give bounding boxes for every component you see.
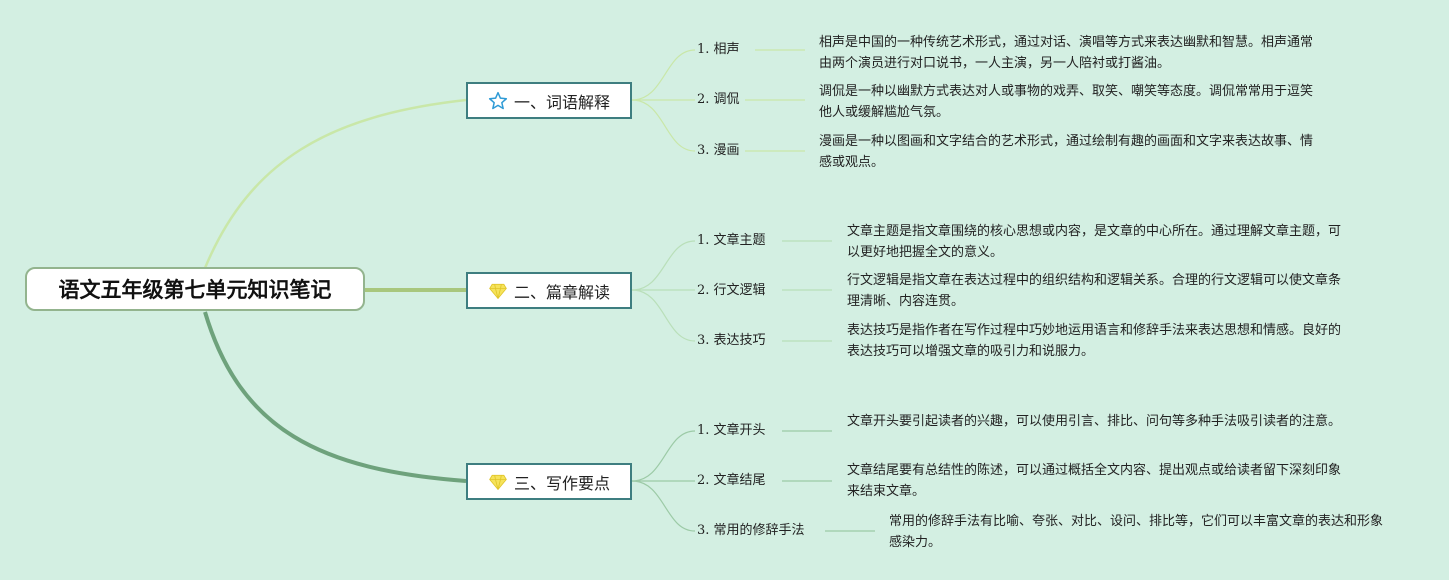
branch-label-3: 三、写作要点 xyxy=(513,473,610,493)
topic-node[interactable]: 3. 表达技巧 xyxy=(697,333,766,348)
branch-node-1[interactable]: 一、词语解释 xyxy=(466,82,632,119)
branch2-leaf1-line xyxy=(631,240,696,291)
topic-description: 文章主题是指文章围绕的核心思想或内容，是文章的中心所在。通过理解文章主题，可以更… xyxy=(847,224,1342,260)
diamond-icon xyxy=(489,283,507,299)
root-title: 语文五年级第七单元知识笔记 xyxy=(58,278,332,302)
topic-node[interactable]: 2. 调侃 xyxy=(697,92,740,107)
branch1-leaf1-line xyxy=(631,49,696,101)
topic-description: 文章结尾要有总结性的陈述，可以通过概括全文内容、提出观点或给读者留下深刻印象来结… xyxy=(847,463,1342,499)
branch-node-3[interactable]: 三、写作要点 xyxy=(466,463,632,500)
branch-node-2[interactable]: 二、篇章解读 xyxy=(466,272,632,309)
topic-node[interactable]: 1. 文章开头 xyxy=(697,423,766,438)
topic-description: 文章开头要引起读者的兴趣，可以使用引言、排比、问句等多种手法吸引读者的注意。 xyxy=(847,414,1342,429)
branch1-leaf3-line xyxy=(631,99,696,152)
topic-node[interactable]: 2. 行文逻辑 xyxy=(697,283,766,298)
branch3-leaf3-line xyxy=(631,480,696,532)
topic-node[interactable]: 2. 文章结尾 xyxy=(697,473,766,488)
topic-description: 表达技巧是指作者在写作过程中巧妙地运用语言和修辞手法来表达思想和情感。良好的表达… xyxy=(847,323,1342,359)
root-node[interactable]: 语文五年级第七单元知识笔记 xyxy=(25,267,365,311)
topic-node[interactable]: 1. 文章主题 xyxy=(697,233,766,248)
root-to-branch3-line xyxy=(203,311,467,483)
topic-node[interactable]: 3. 常用的修辞手法 xyxy=(697,523,805,538)
diamond-icon xyxy=(489,474,507,490)
star-icon xyxy=(488,91,508,109)
root-to-branch1-line xyxy=(203,98,467,269)
topic-node[interactable]: 3. 漫画 xyxy=(697,143,740,158)
topic-node[interactable]: 1. 相声 xyxy=(697,42,740,57)
branch-label-2: 二、篇章解读 xyxy=(513,282,610,302)
branch3-leaf1-line xyxy=(631,430,696,482)
branch-label-1: 一、词语解释 xyxy=(513,92,610,112)
topic-description: 相声是中国的一种传统艺术形式，通过对话、演唱等方式来表达幽默和智慧。相声通常由两… xyxy=(819,35,1314,71)
topic-description: 行文逻辑是指文章在表达过程中的组织结构和逻辑关系。合理的行文逻辑可以使文章条理清… xyxy=(847,273,1342,309)
topic-description: 调侃是一种以幽默方式表达对人或事物的戏弄、取笑、嘲笑等态度。调侃常常用于逗笑他人… xyxy=(819,84,1314,120)
topic-description: 常用的修辞手法有比喻、夸张、对比、设问、排比等，它们可以丰富文章的表达和形象感染… xyxy=(889,514,1384,550)
branch2-leaf3-line xyxy=(631,289,696,342)
topic-description: 漫画是一种以图画和文字结合的艺术形式，通过绘制有趣的画面和文字来表达故事、情感或… xyxy=(819,134,1314,170)
